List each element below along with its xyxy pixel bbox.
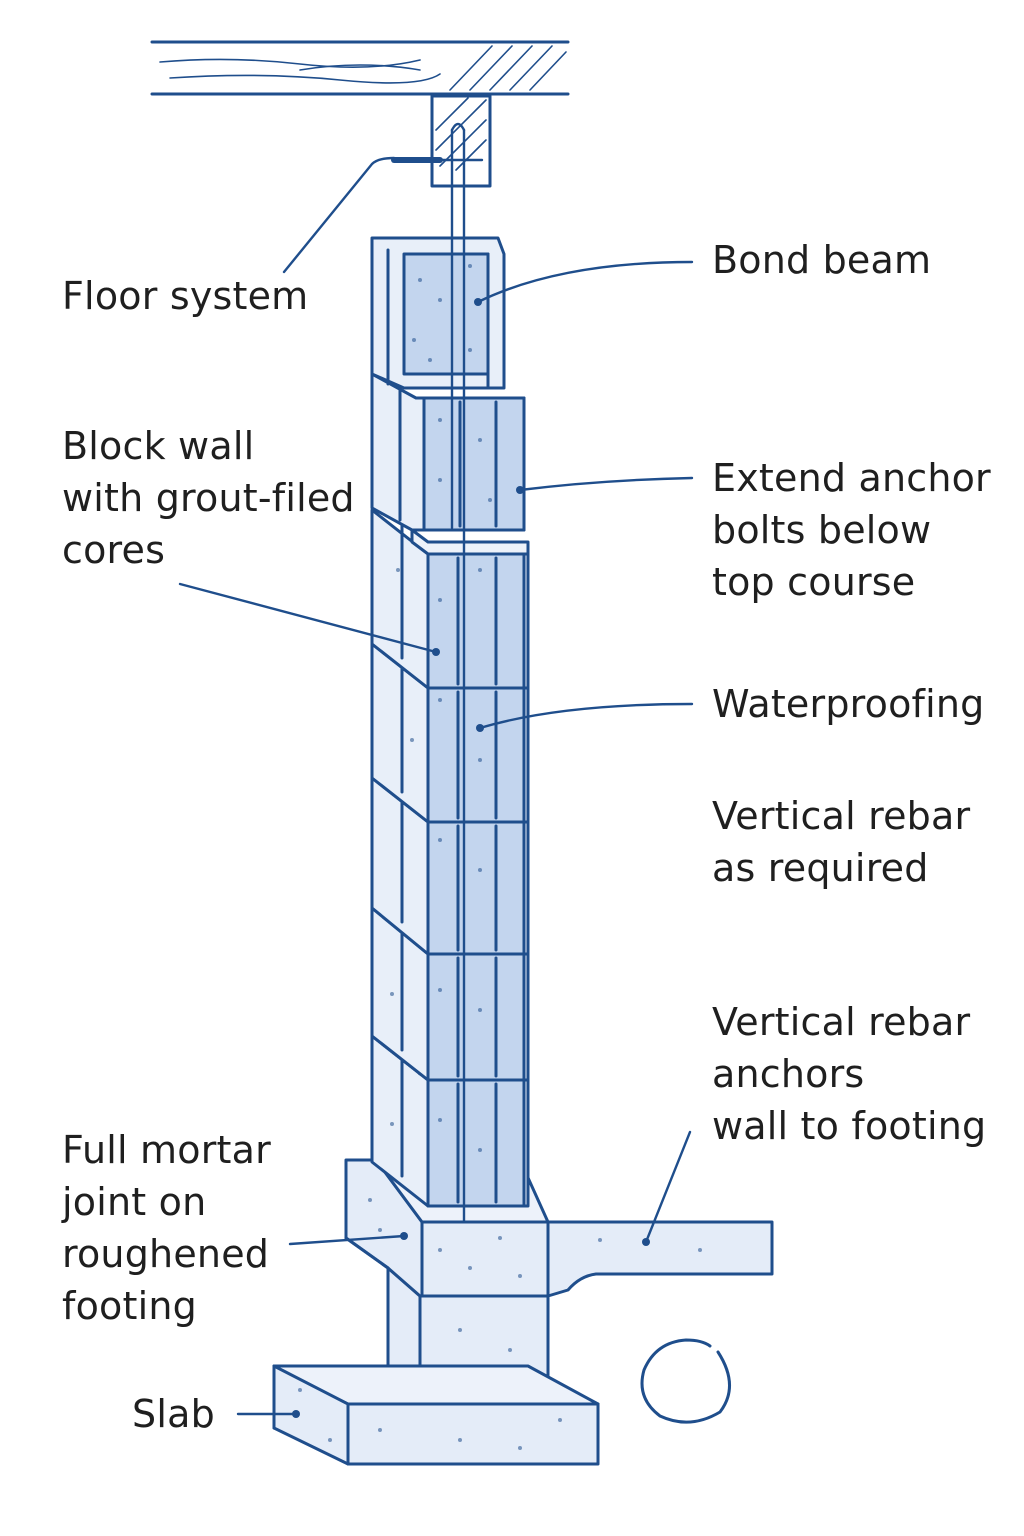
label-line: Waterproofing [712, 682, 985, 726]
label-line: Full mortar [62, 1128, 271, 1172]
vertical-rebar [438, 122, 484, 1224]
sill-plate [430, 94, 492, 188]
label-line: joint on [62, 1180, 207, 1224]
label-line: Bond beam [712, 238, 932, 282]
label-line: as required [712, 846, 929, 890]
label-line: Vertical rebar [712, 794, 971, 838]
label-line: Extend anchor [712, 456, 991, 500]
label-floor-system: Floor system [62, 270, 308, 322]
label-line: cores [62, 528, 166, 572]
leader-dots [292, 298, 650, 1418]
leader-lines [178, 156, 694, 1416]
label-block-wall: Block wall with grout-filed cores [62, 420, 355, 576]
label-line: footing [62, 1284, 197, 1328]
slab-extension [546, 1220, 774, 1298]
label-line: wall to footing [712, 1104, 987, 1148]
label-full-mortar-joint: Full mortar joint on roughened footing [62, 1124, 271, 1332]
label-extend-anchor-bolts: Extend anchor bolts below top course [712, 452, 991, 608]
label-line: with grout-filed [62, 476, 355, 520]
label-vertical-rebar-required: Vertical rebar as required [712, 790, 970, 894]
block-wall [370, 372, 530, 1208]
label-slab: Slab [132, 1388, 215, 1440]
label-line: Vertical rebar [712, 1000, 971, 1044]
label-line: anchors [712, 1052, 865, 1096]
label-line: roughened [62, 1232, 270, 1276]
label-waterproofing: Waterproofing [712, 678, 984, 730]
label-line: Slab [132, 1392, 215, 1436]
bond-beam [370, 236, 506, 390]
slab [272, 1364, 600, 1466]
floor-joist [150, 40, 570, 96]
label-line: Block wall [62, 424, 255, 468]
label-line: bolts below [712, 508, 932, 552]
sketch-loop [640, 1338, 731, 1424]
label-bond-beam: Bond beam [712, 234, 931, 286]
label-line: Floor system [62, 274, 309, 318]
concrete-speckle [298, 264, 702, 1450]
label-line: top course [712, 560, 916, 604]
label-vertical-rebar-anchors: Vertical rebar anchors wall to footing [712, 996, 986, 1152]
